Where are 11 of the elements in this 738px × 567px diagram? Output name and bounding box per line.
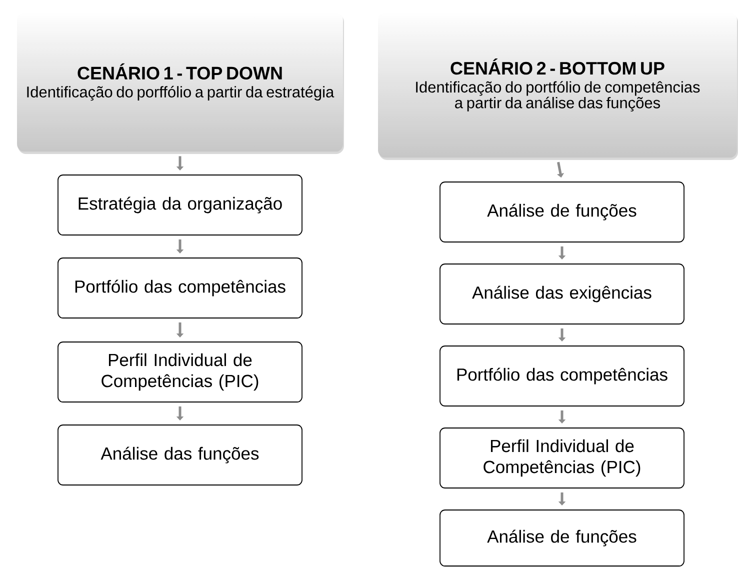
- process-box: Estratégia da organização: [58, 174, 302, 236]
- process-box: Perfil Individual de Competências (PIC): [58, 342, 302, 402]
- process-box: Análise das exigências: [440, 264, 684, 324]
- scenario-header: CENÁRIO 2 - BOTTOM UP Identificação do portfólio de competências a partir da análise das funções: [378, 12, 738, 160]
- process-box: Perfil Individual de Competências (PIC): [440, 428, 684, 488]
- process-box: Análise de funções: [440, 182, 684, 242]
- process-box: Portfólio das competências: [440, 346, 684, 406]
- process-box: Análise das funções: [58, 424, 302, 486]
- process-box: Análise de funções: [440, 510, 684, 566]
- scenario-header: CENÁRIO 1 - TOP DOWN Identificação do porffólio a partir da estratégia: [17, 12, 344, 154]
- process-box: Portfólio das competências: [58, 258, 302, 318]
